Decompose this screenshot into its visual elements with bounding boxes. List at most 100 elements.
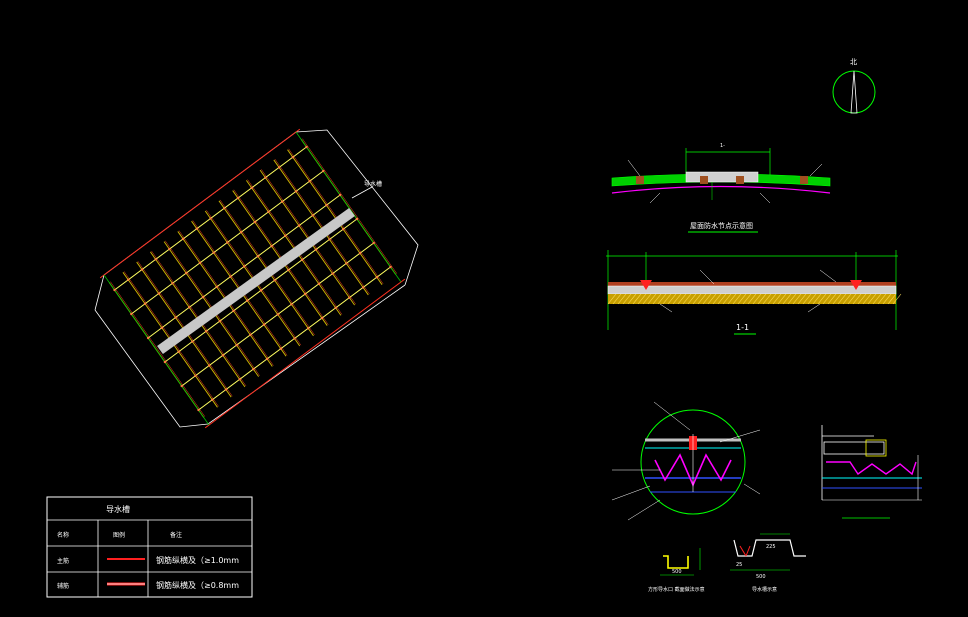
hatch-line <box>672 293 682 305</box>
legend-row2-note: 钢筋纵横及（≥0.8mm <box>156 580 239 590</box>
hatch-line <box>757 293 767 305</box>
grid-node <box>322 169 325 173</box>
grid-edge-line <box>204 278 406 429</box>
legend-header-symbol: 图例 <box>113 531 125 539</box>
grid-node <box>198 261 202 265</box>
section-1-1: 1-1 <box>606 250 902 335</box>
grid-node <box>259 289 263 292</box>
legend-title: 导水槽 <box>106 504 130 514</box>
section-top-title: 屋面防水节点示意图 <box>690 221 753 230</box>
grid-node <box>311 214 314 217</box>
hatch-line <box>712 293 722 305</box>
grid-cross-line-red <box>261 169 356 305</box>
plan-outline-top <box>295 129 419 286</box>
grid-node <box>157 292 160 295</box>
hatch-line <box>682 293 692 305</box>
grid-node <box>279 347 282 350</box>
grid-node <box>389 265 392 269</box>
hatch-line <box>852 293 862 305</box>
small-detail-right-caption: 导水槽示意 <box>752 586 777 593</box>
grid-cross-line-red <box>288 148 384 284</box>
legend-row1-name: 主筋 <box>57 557 69 565</box>
grid-node <box>287 268 290 272</box>
grid-node <box>223 207 226 210</box>
grid-node <box>160 326 164 329</box>
hatch-line <box>837 293 847 305</box>
grid-node <box>331 272 334 275</box>
grid-node <box>177 350 180 353</box>
hatch-line <box>767 293 777 305</box>
plan-tag-leader <box>351 186 373 199</box>
hatch-line <box>797 293 807 305</box>
north-symbol: 北 <box>832 58 876 114</box>
grid-cross-line-red <box>274 158 370 295</box>
grid-cross-line <box>273 159 369 296</box>
grid-cross-line-red <box>302 138 398 274</box>
hatch-line <box>627 293 637 305</box>
grid-node <box>197 408 200 412</box>
grid-node <box>290 303 293 306</box>
grid-node <box>280 200 284 203</box>
hatch-line <box>787 293 797 305</box>
hatch-line <box>812 293 822 305</box>
hatch-line <box>887 293 897 305</box>
grid-node <box>146 336 150 340</box>
roof-plan-view: 导水槽 <box>94 128 419 429</box>
hatch-line <box>697 293 707 305</box>
hatch-line <box>892 293 902 305</box>
dim-right: 500 <box>756 574 766 580</box>
hatch-line <box>702 293 712 305</box>
hatch-line <box>717 293 727 305</box>
grid-node <box>276 313 279 316</box>
grid-node <box>245 299 249 302</box>
hatch-line <box>607 293 617 305</box>
grid-node <box>226 241 229 244</box>
grid-node <box>262 323 266 326</box>
hatch-line <box>752 293 762 305</box>
hatch-line <box>862 293 872 305</box>
grid-node <box>270 244 273 248</box>
grid-node <box>264 176 267 179</box>
grid-node <box>267 210 270 214</box>
grid-node <box>250 186 253 190</box>
grid-node <box>249 333 252 337</box>
grid-node <box>338 193 342 197</box>
legend-table: 导水槽 名称 图例 备注 主筋 钢筋纵横及（≥1.0mm 辅筋 钢筋纵横及（≥0… <box>46 496 253 598</box>
grid-node <box>212 251 215 254</box>
hatch-line <box>612 293 622 305</box>
detail-right <box>821 425 922 519</box>
grid-node <box>317 282 321 286</box>
north-label: 北 <box>850 58 857 66</box>
hatch-line <box>617 293 627 305</box>
dim-small-b: 25 <box>736 562 742 568</box>
dim-left: 500 <box>672 569 682 575</box>
plan-outline-left <box>94 274 105 311</box>
hatch-line <box>747 293 757 305</box>
grid-cross-line-red <box>110 281 206 417</box>
grid-node <box>154 258 157 261</box>
hatch-line <box>727 293 737 305</box>
hatch-line <box>857 293 867 305</box>
plan-outline-bottom <box>94 284 406 428</box>
section-top: 1- 屋面防水节点示意图 <box>611 143 831 233</box>
detail-circle <box>611 401 761 521</box>
grid-node <box>143 302 147 305</box>
hatch-line <box>707 293 717 305</box>
grid-node <box>345 262 348 265</box>
hatch-line <box>842 293 852 305</box>
grid-node <box>191 340 194 343</box>
grid-cross-line <box>259 169 356 306</box>
grid-node <box>215 285 218 289</box>
hatch-line <box>632 293 642 305</box>
grid-node <box>293 337 296 340</box>
grid-node <box>328 238 331 241</box>
hatch-line <box>822 293 832 305</box>
grid-node <box>171 282 174 285</box>
section-1-1-title: 1-1 <box>736 323 749 332</box>
grid-node <box>305 145 308 149</box>
hatch-line <box>807 293 817 305</box>
hatch-line <box>882 293 892 305</box>
grid-edge-line <box>103 274 210 426</box>
grid-node <box>320 316 324 320</box>
